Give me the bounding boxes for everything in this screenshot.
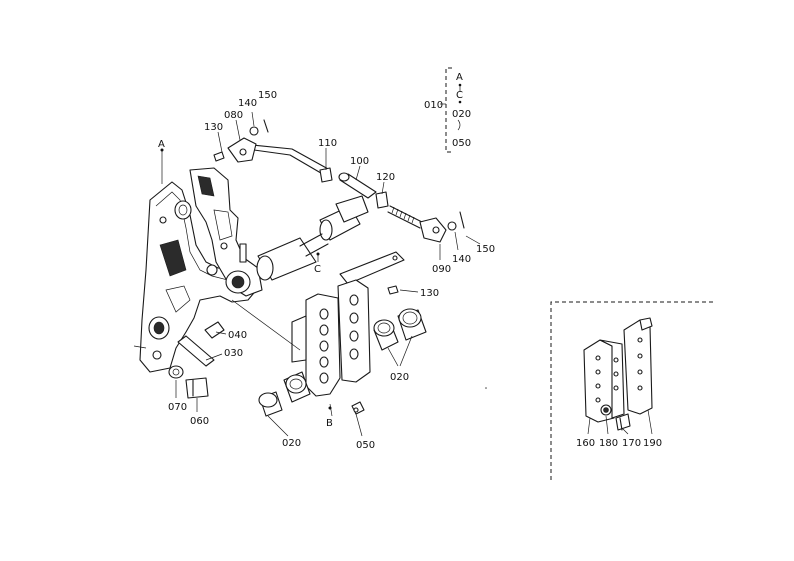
label-b: B [326, 418, 333, 429]
label-c: C [314, 264, 321, 275]
label-120: 120 [376, 172, 395, 183]
inset-bracket-190 [623, 317, 653, 415]
bushing-020-right-b [397, 308, 427, 341]
link-bar [339, 251, 405, 295]
label-a: A [158, 139, 165, 150]
label-130-top: 130 [204, 122, 223, 133]
slotted-plate-back [337, 279, 371, 383]
main-bracket-plate [139, 181, 259, 373]
fitting-040 [204, 321, 225, 339]
label-140-right: 140 [452, 254, 471, 265]
threaded-rod [387, 205, 465, 243]
inset-leaders [587, 409, 653, 435]
label-190: 190 [643, 438, 662, 449]
inset-bolt-170 [615, 413, 631, 431]
label-040: 040 [228, 330, 247, 341]
nut-110 [319, 167, 333, 183]
inner-bracket [189, 167, 263, 297]
inset-bracket-160 [583, 339, 625, 423]
label-160: 160 [576, 438, 595, 449]
label-170: 170 [622, 438, 641, 449]
label-030: 030 [224, 348, 243, 359]
grease-fitting-050 [351, 401, 365, 415]
label-020-bottom: 020 [282, 438, 301, 449]
inset-frame [550, 301, 716, 480]
label-180: 180 [599, 438, 618, 449]
leader-lines [161, 111, 481, 437]
label-150-top: 150 [258, 90, 277, 101]
label-dot-b [328, 406, 332, 410]
top-link-rod [213, 119, 331, 177]
label-group-050: 050 [452, 138, 471, 149]
group-bracket [440, 67, 462, 153]
bushing-020-bottom-b [283, 371, 311, 403]
label-dot-a [160, 148, 164, 152]
inset-washer-180 [600, 404, 612, 416]
cylinder-assembly [256, 195, 369, 281]
label-080: 080 [224, 110, 243, 121]
sleeve-100 [338, 172, 377, 199]
label-020-right: 020 [390, 372, 409, 383]
bushing-020-bottom-a [258, 391, 283, 417]
label-010: 010 [424, 100, 443, 111]
washer-070 [168, 365, 184, 379]
nut-120 [375, 191, 389, 209]
label-110: 110 [318, 138, 337, 149]
label-100: 100 [350, 156, 369, 167]
label-140-top: 140 [238, 98, 257, 109]
label-130-mid: 130 [420, 288, 439, 299]
speck [485, 387, 487, 389]
bushing-020-right-a [373, 319, 399, 351]
slotted-plate-front [291, 293, 341, 397]
label-070: 070 [168, 402, 187, 413]
bolt-060 [185, 377, 209, 399]
label-060: 060 [190, 416, 209, 427]
label-090: 090 [432, 264, 451, 275]
label-group-020: 020 [452, 109, 471, 120]
assembly-line [231, 299, 301, 351]
label-dot-c [316, 252, 320, 256]
label-group-c: C [456, 90, 463, 101]
label-050-bottom: 050 [356, 440, 375, 451]
assembly-line-2 [133, 345, 147, 349]
pin-030 [177, 335, 215, 367]
label-group-a: A [456, 72, 463, 83]
label-150-right: 150 [476, 244, 495, 255]
